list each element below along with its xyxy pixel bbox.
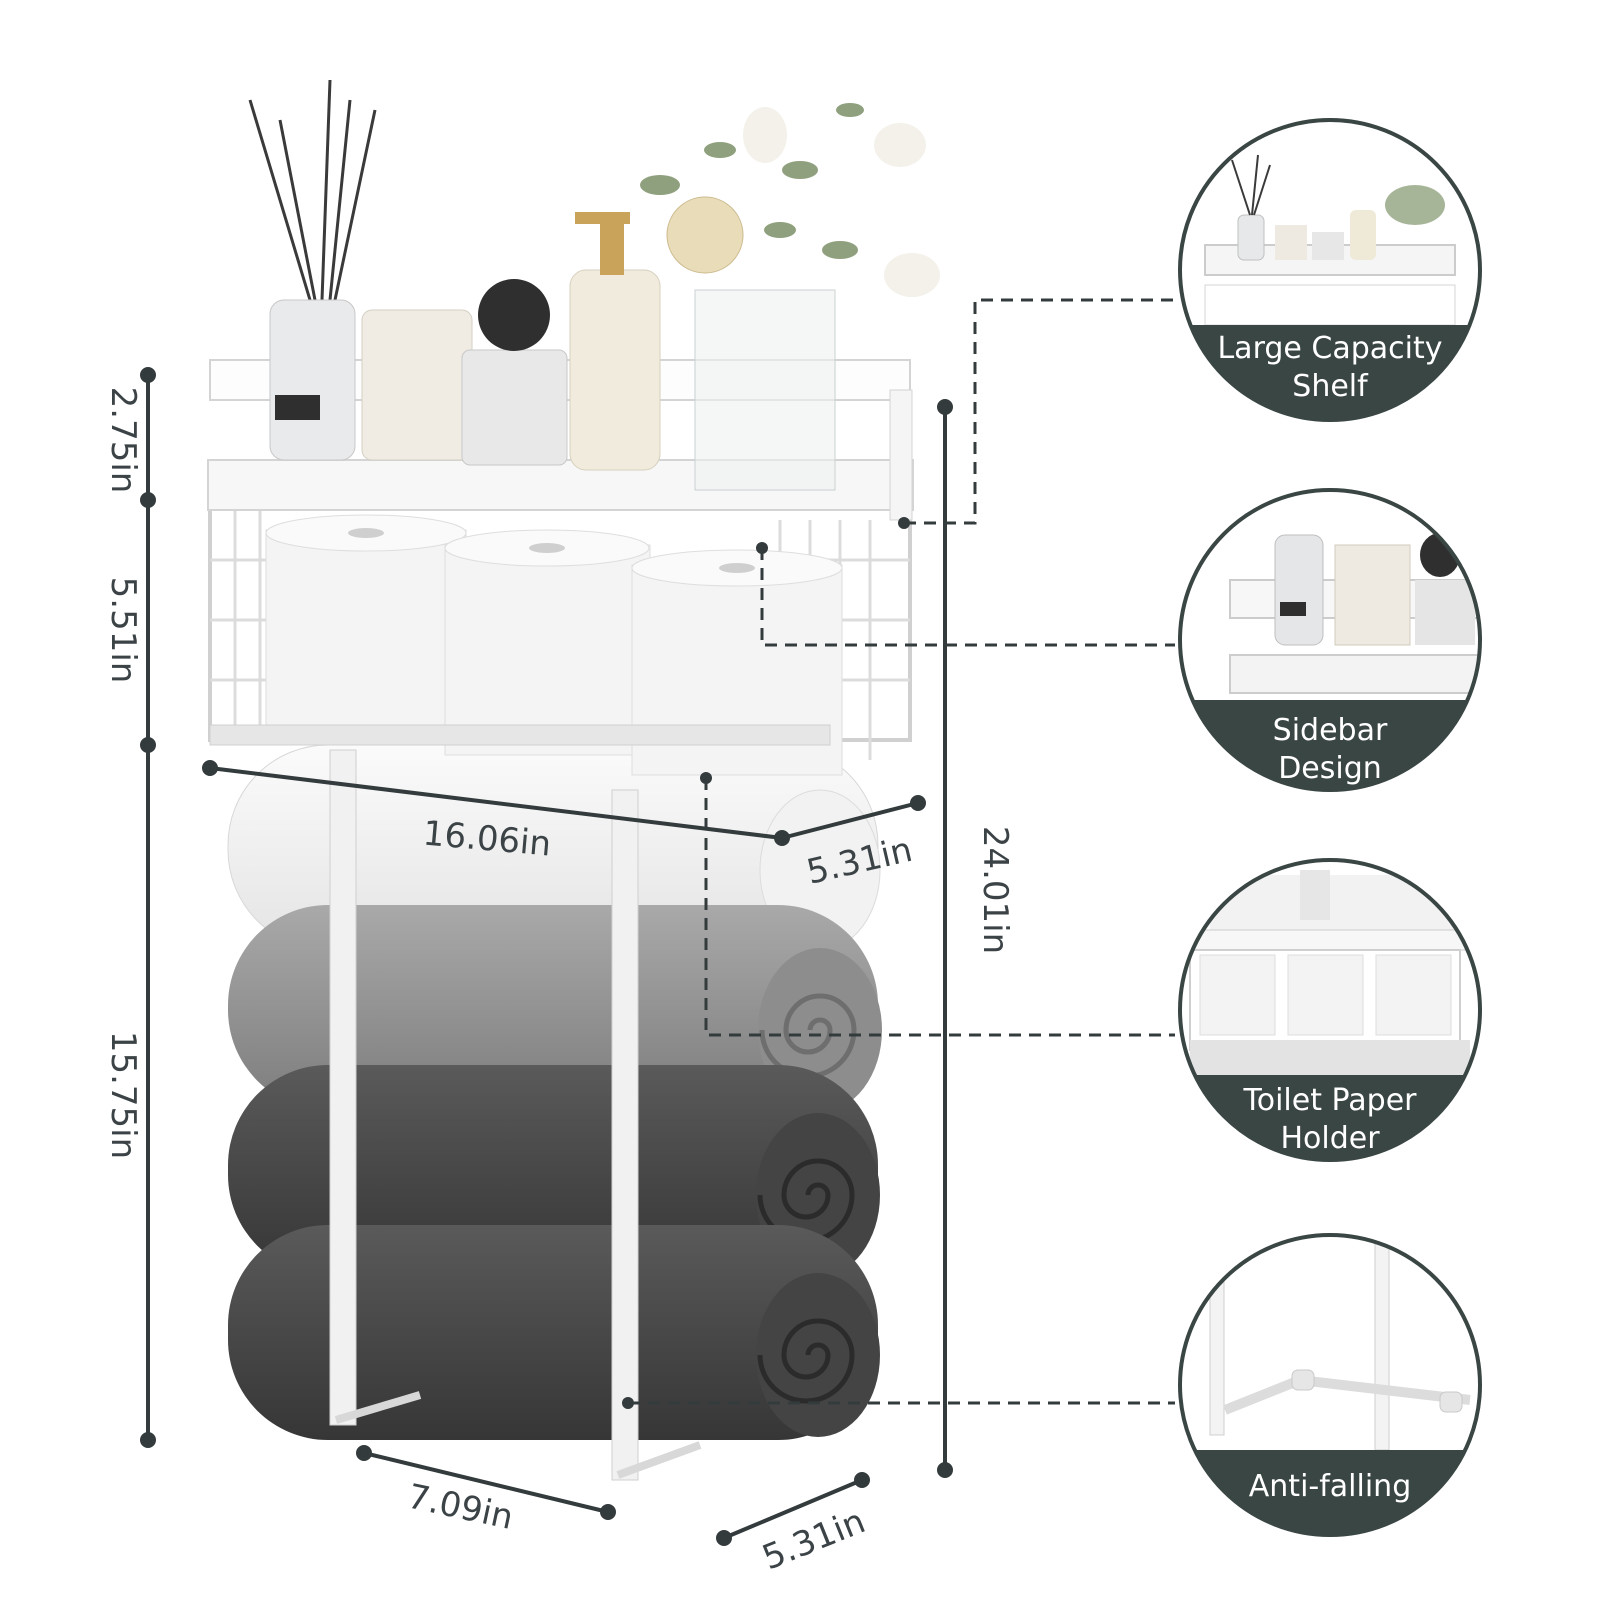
towel-dark-2 [228,1225,880,1440]
toilet-paper-basket [208,488,912,776]
feature-circle-large-capacity-shelf: Large Capacity Shelf [1178,118,1482,422]
feature-1-line2: Shelf [1292,369,1369,404]
feature-1-line1: Large Capacity [1217,331,1442,366]
feature-2-line1: Sidebar [1273,713,1388,748]
feature-circle-anti-falling: Anti-falling [1178,1233,1482,1537]
dimension-lines [140,367,953,1546]
feature-circle-toilet-paper-holder: Toilet Paper Holder [1178,858,1482,1162]
feature-4-line1: Anti-falling [1249,1469,1411,1504]
feature-3-line1: Toilet Paper [1243,1083,1418,1118]
feature-2-line2: Design [1278,751,1382,786]
callout-connectors [628,298,1175,1405]
towel-dark-1 [228,1065,880,1277]
basket-height-label: 5.51in [103,577,143,684]
total-height-label: 24.01in [975,826,1015,954]
rack-height-label: 15.75in [103,1031,143,1159]
towel-rack-frame [329,749,702,1481]
feature-circle-sidebar-design: Sidebar Design [1178,488,1482,792]
feature-3-line2: Holder [1280,1121,1380,1156]
shelf-height-label: 2.75in [103,387,143,494]
shelf-products [248,79,940,491]
rack-depth-label: 5.31in [757,1501,871,1578]
